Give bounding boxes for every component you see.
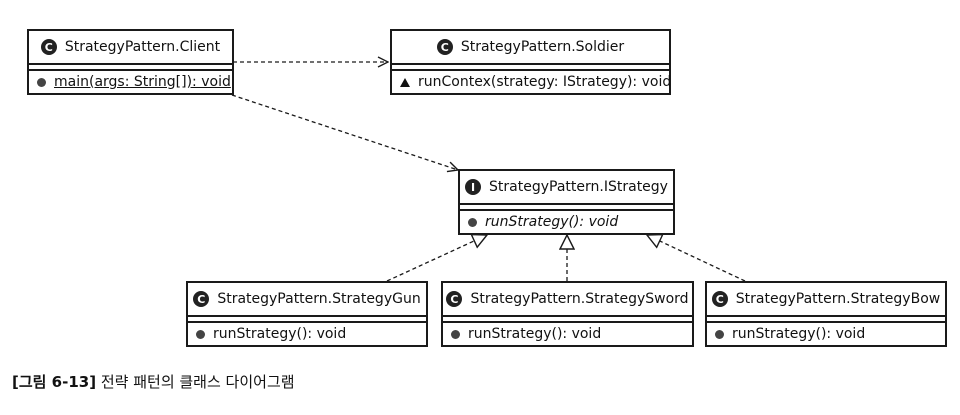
realization-gun-istrategy	[386, 235, 487, 282]
class-name: StrategyPattern.StrategyBow	[735, 291, 941, 307]
class-icon: C	[40, 39, 57, 55]
class-strategy-gun[interactable]: C StrategyPattern.StrategyGun runStrateg…	[186, 281, 428, 347]
class-strategy-bow[interactable]: C StrategyPattern.StrategyBow runStrateg…	[705, 281, 947, 347]
public-method-icon	[468, 217, 477, 227]
attributes-compartment	[707, 317, 945, 323]
class-name: StrategyPattern.StrategyGun	[217, 291, 421, 307]
realization-bow-istrategy	[647, 235, 746, 282]
public-method-icon	[196, 329, 205, 339]
figure-caption: [그림 6-13] 전략 패턴의 클래스 다이어그램	[12, 371, 295, 392]
public-method-icon	[451, 329, 460, 339]
attributes-compartment	[29, 65, 232, 71]
method-runstrategy: runStrategy(): void	[468, 326, 602, 342]
public-method-icon	[715, 329, 724, 339]
class-client[interactable]: C StrategyPattern.Client main(args: Stri…	[27, 29, 234, 95]
class-icon: C	[446, 291, 463, 307]
method-runstrategy: runStrategy(): void	[213, 326, 347, 342]
class-name: StrategyPattern.StrategySword	[470, 291, 689, 307]
interface-name: StrategyPattern.IStrategy	[489, 179, 668, 195]
interface-icon: I	[465, 179, 482, 195]
method-runcontex: runContex(strategy: IStrategy): void	[418, 74, 672, 90]
figure-title: 전략 패턴의 클래스 다이어그램	[96, 373, 295, 391]
class-icon: C	[436, 39, 453, 55]
method-runstrategy: runStrategy(): void	[485, 214, 619, 230]
attributes-compartment	[443, 317, 692, 323]
class-name: StrategyPattern.Soldier	[460, 39, 625, 55]
class-soldier[interactable]: C StrategyPattern.Soldier runContex(stra…	[390, 29, 671, 95]
dependency-client-istrategy	[231, 94, 458, 170]
class-name: StrategyPattern.Client	[64, 39, 221, 55]
method-runstrategy: runStrategy(): void	[732, 326, 866, 342]
class-icon: C	[193, 291, 210, 307]
interface-istrategy[interactable]: I StrategyPattern.IStrategy runStrategy(…	[458, 169, 675, 235]
class-icon: C	[711, 291, 728, 307]
class-strategy-sword[interactable]: C StrategyPattern.StrategySword runStrat…	[441, 281, 694, 347]
attributes-compartment	[392, 65, 669, 71]
method-main: main(args: String[]): void	[54, 74, 231, 90]
public-method-icon	[37, 77, 46, 87]
figure-number: [그림 6-13]	[12, 373, 97, 391]
package-method-icon	[400, 77, 410, 87]
attributes-compartment	[460, 205, 673, 211]
attributes-compartment	[188, 317, 426, 323]
